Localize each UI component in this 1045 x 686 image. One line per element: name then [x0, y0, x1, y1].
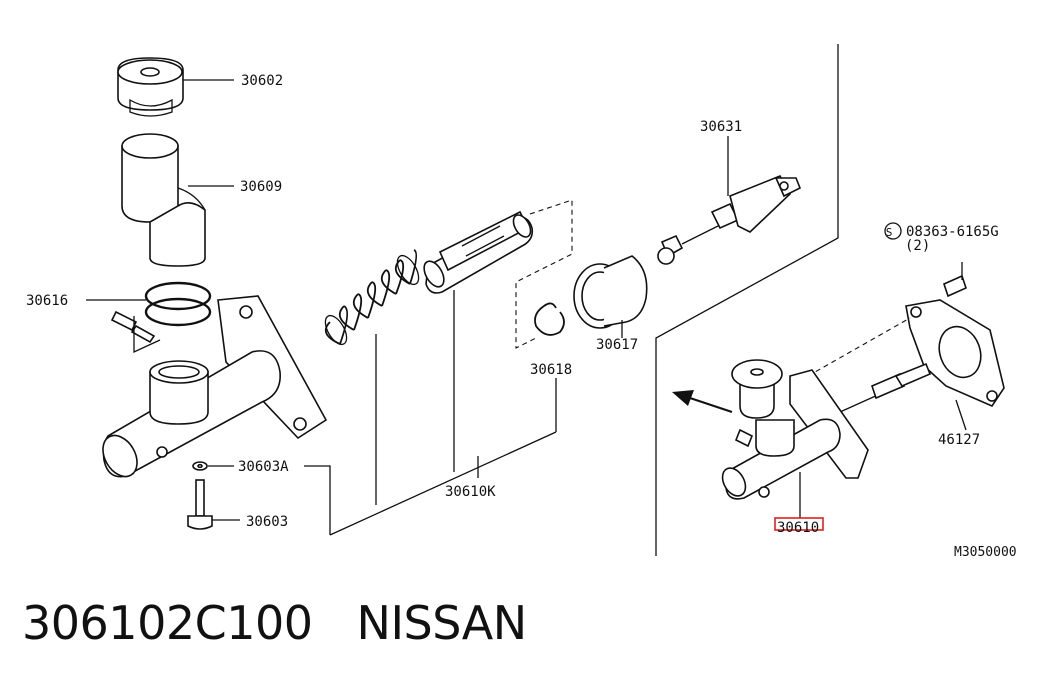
label-30609: 30609 [240, 179, 282, 195]
brand-name: NISSAN [356, 596, 528, 650]
clip-bolt-part [110, 310, 161, 354]
label-30617: 30617 [596, 337, 638, 353]
label-30603: 30603 [246, 514, 288, 530]
piston-dashed-outline [515, 199, 573, 349]
piston-part [423, 210, 534, 294]
reservoir-cap-part [117, 57, 184, 117]
spring-part [324, 249, 420, 346]
kit-bracket-lines [329, 290, 557, 536]
installed-master-cylinder-part [721, 359, 869, 500]
installed-push-rod-part [839, 362, 932, 413]
label-46127: 46127 [938, 432, 980, 448]
snap-ring-part [534, 302, 565, 336]
direction-arrow [672, 390, 733, 413]
gasket-plate-part [905, 299, 1005, 408]
reservoir-tank-part [121, 133, 206, 267]
label-bolt-marker: S [886, 226, 893, 239]
part-highlight-box [774, 517, 824, 531]
washer-part [192, 461, 208, 471]
stop-bolt-part [187, 479, 213, 530]
label-30610: 30610 [777, 520, 819, 536]
push-rod-clevis-part [657, 174, 802, 265]
part-number: 306102C100 [22, 596, 313, 650]
label-bolt-qty: (2) [905, 238, 930, 254]
o-ring-part [144, 281, 212, 327]
label-30603a: 30603A [238, 459, 289, 475]
flange-bolt-part [884, 222, 967, 298]
parts-diagram: 30602 30609 30616 30603A 30603 30610K 30… [26, 44, 1017, 560]
leader-46127 [955, 399, 967, 431]
label-bolt-code: 08363-6165G [906, 224, 999, 240]
master-cylinder-body-part [102, 295, 328, 478]
divider-line [655, 44, 839, 556]
leader-30603a-bracket [304, 465, 331, 535]
dust-boot-part [573, 255, 648, 329]
label-30610k: 30610K [445, 484, 496, 500]
label-30602: 30602 [241, 73, 283, 89]
label-30618: 30618 [530, 362, 572, 378]
label-30616: 30616 [26, 293, 68, 309]
label-30631: 30631 [700, 119, 742, 135]
label-ref-code: M3050000 [954, 545, 1017, 560]
mounting-dashed-line [807, 317, 911, 377]
part-caption: 306102C100 NISSAN [22, 596, 527, 666]
